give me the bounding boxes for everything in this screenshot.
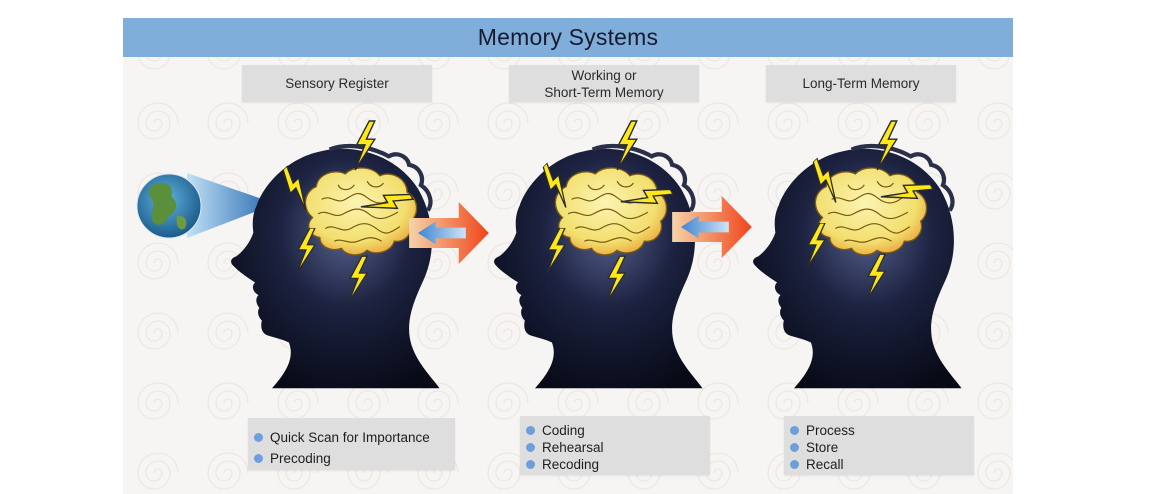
memory-illustration [136, 120, 1013, 494]
bullet-text: Coding [542, 423, 585, 438]
bullet-text: Recall [806, 457, 844, 472]
bullet-box-long-term-memory: Process Store Recall [784, 416, 974, 475]
diagram-canvas: Memory Systems Sensory Register Working … [123, 18, 1013, 494]
bullet-dot-icon [526, 426, 535, 435]
bullet-dot-icon [526, 460, 535, 469]
bullet-text: Recoding [542, 457, 600, 472]
list-item: Recall [784, 456, 974, 473]
stage-label-working-memory: Working or Short-Term Memory [509, 65, 699, 102]
list-item: Recoding [520, 456, 710, 473]
bullet-list: Quick Scan for Importance Precoding [248, 429, 455, 467]
list-item: Quick Scan for Importance [248, 429, 455, 446]
stage-label-line: Working or [571, 67, 637, 83]
stage-label-line: Sensory Register [285, 76, 389, 91]
bullet-list: Process Store Recall [784, 422, 974, 473]
list-item: Process [784, 422, 974, 439]
diagram-title: Memory Systems [123, 18, 1013, 57]
bullet-dot-icon [254, 454, 263, 463]
list-item: Store [784, 439, 974, 456]
bullet-dot-icon [526, 443, 535, 452]
list-item: Precoding [248, 450, 455, 467]
bullet-text: Quick Scan for Importance [270, 430, 430, 445]
bullet-text: Rehearsal [542, 440, 604, 455]
bullet-dot-icon [790, 426, 799, 435]
globe-icon [136, 173, 265, 239]
bullet-box-working-memory: Coding Rehearsal Recoding [520, 416, 710, 475]
list-item: Coding [520, 422, 710, 439]
list-item: Rehearsal [520, 439, 710, 456]
stage-label-long-term-memory: Long-Term Memory [766, 65, 956, 102]
bullet-text: Process [806, 423, 855, 438]
bullet-dot-icon [790, 443, 799, 452]
bullet-text: Precoding [270, 451, 331, 466]
stage-label-sensory-register: Sensory Register [242, 65, 432, 102]
bullet-box-sensory-register: Quick Scan for Importance Precoding [248, 418, 455, 470]
bullet-dot-icon [254, 433, 263, 442]
stage-label-line: Short-Term Memory [544, 84, 664, 100]
bullet-dot-icon [790, 460, 799, 469]
bullet-list: Coding Rehearsal Recoding [520, 422, 710, 473]
bullet-text: Store [806, 440, 839, 455]
stage-label-line: Long-Term Memory [802, 76, 920, 91]
